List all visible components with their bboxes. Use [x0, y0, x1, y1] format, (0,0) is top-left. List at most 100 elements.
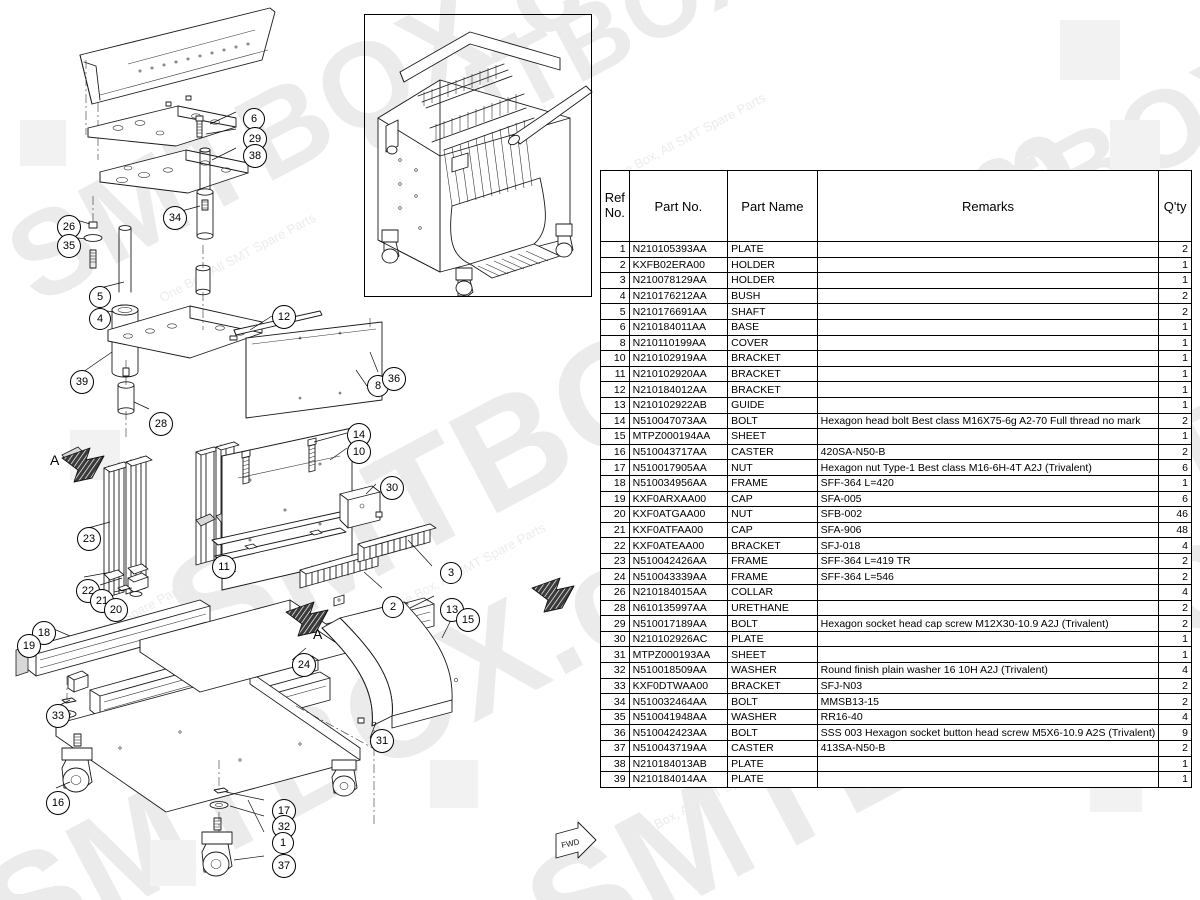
- callout-balloon-15: 15: [456, 608, 480, 632]
- cell-part-name: PLATE: [727, 241, 818, 258]
- cell-ref: 29: [600, 615, 630, 632]
- cell-qty: 1: [1158, 272, 1192, 289]
- cell-part-no: N610135997AA: [628, 599, 729, 617]
- cell-remarks: [816, 428, 1160, 445]
- cell-part-name: HOLDER: [727, 256, 818, 274]
- cell-qty: 1: [1158, 474, 1192, 492]
- cell-ref: 37: [600, 740, 630, 757]
- cell-remarks: [816, 381, 1160, 398]
- callout-balloon-33: 33: [46, 704, 70, 728]
- cell-remarks: [816, 771, 1160, 788]
- callout-balloon-18: 18: [32, 621, 56, 645]
- cell-part-no: KXF0ATFAA00: [628, 521, 729, 539]
- cell-part-name: CASTER: [727, 443, 818, 461]
- cell-ref: 30: [600, 630, 630, 648]
- cell-remarks: [816, 365, 1160, 383]
- cell-part-no: N210184011AA: [628, 318, 729, 336]
- col-header-ref-line1: Ref: [604, 190, 625, 206]
- bolt-14-b: [307, 437, 317, 473]
- cell-part-no: N510018509AA: [628, 662, 729, 679]
- cell-remarks: [816, 584, 1160, 601]
- callout-balloon-3: 3: [440, 562, 462, 584]
- cell-remarks: [816, 303, 1160, 320]
- cell-ref: 3: [600, 272, 630, 289]
- col-header-part-name: Part Name: [727, 170, 818, 242]
- upper-base-plate: [87, 95, 237, 147]
- cell-part-name: SHEET: [727, 428, 818, 445]
- cell-part-name: FRAME: [727, 552, 818, 570]
- cell-qty: 1: [1158, 318, 1192, 336]
- collar-washer-bolt-stack: [83, 196, 103, 269]
- cell-qty: 2: [1158, 677, 1192, 695]
- cell-qty: 48: [1158, 521, 1192, 539]
- cell-remarks: 413SA-N50-B: [816, 740, 1160, 757]
- cell-qty: 4: [1158, 537, 1192, 554]
- section-arrow-A-right: [531, 577, 575, 613]
- cell-part-no: KXF0ARXAA00: [628, 490, 729, 508]
- cell-qty: 6: [1158, 490, 1192, 508]
- callout-balloon-24: 24: [292, 653, 316, 677]
- cell-ref: 32: [600, 662, 630, 679]
- cell-remarks: [816, 599, 1160, 617]
- cell-part-no: N510043717AA: [628, 443, 729, 461]
- cell-part-no: N210184012AA: [628, 381, 729, 398]
- cell-part-name: WASHER: [727, 662, 818, 679]
- cell-part-no: N510041948AA: [628, 708, 729, 726]
- cell-remarks: [816, 256, 1160, 274]
- cell-part-no: N210102926AC: [628, 630, 729, 648]
- bracket-20-21-22: [117, 572, 149, 597]
- cell-remarks: [816, 396, 1160, 414]
- callout-balloon-10: 10: [347, 440, 371, 464]
- cell-qty: 46: [1158, 506, 1192, 523]
- bolt-29: [195, 115, 204, 138]
- cell-ref: 2: [600, 256, 630, 274]
- cell-remarks: MMSB13-15: [816, 693, 1160, 710]
- cell-part-no: MTPZ000194AA: [628, 428, 729, 445]
- cell-ref: 19: [600, 490, 630, 508]
- cell-part-name: CAP: [727, 490, 818, 508]
- cell-qty: 1: [1158, 350, 1192, 367]
- callout-balloon-11: 11: [212, 555, 236, 579]
- cell-remarks: SFF-364 L=419 TR: [816, 552, 1160, 570]
- urethane-28: [117, 360, 135, 440]
- cell-part-name: URETHANE: [727, 599, 818, 617]
- shaft-bush-left: [111, 225, 139, 378]
- cell-part-no: KXF0ATEAA00: [628, 537, 729, 554]
- callout-balloon-38: 38: [243, 144, 267, 168]
- callout-balloon-35: 35: [57, 234, 81, 258]
- cell-part-name: PLATE: [727, 771, 818, 788]
- cell-part-no: N210176691AA: [628, 303, 729, 320]
- cell-qty: 2: [1158, 287, 1192, 305]
- callout-balloon-16: 16: [46, 791, 70, 815]
- cell-remarks: Hexagon socket head cap screw M12X30-10.…: [816, 615, 1160, 632]
- cell-part-no: N210078129AA: [628, 272, 729, 289]
- cell-ref: 24: [600, 568, 630, 586]
- cell-part-name: FRAME: [727, 568, 818, 586]
- cell-part-name: BRACKET: [727, 537, 818, 554]
- lower-base-plate: [99, 149, 249, 194]
- cell-ref: 28: [600, 599, 630, 617]
- top-plate-group: [79, 7, 276, 160]
- shaft-bush-right: [196, 147, 214, 240]
- cell-part-no: N210102920AA: [628, 365, 729, 383]
- cell-ref: 4: [600, 287, 630, 305]
- cell-part-no: KXF0DTWAA00: [628, 677, 729, 695]
- cell-ref: 12: [600, 381, 630, 398]
- cell-qty: 1: [1158, 256, 1192, 274]
- cell-qty: 2: [1158, 412, 1192, 430]
- cell-remarks: [816, 318, 1160, 336]
- callout-balloon-1: 1: [272, 832, 294, 854]
